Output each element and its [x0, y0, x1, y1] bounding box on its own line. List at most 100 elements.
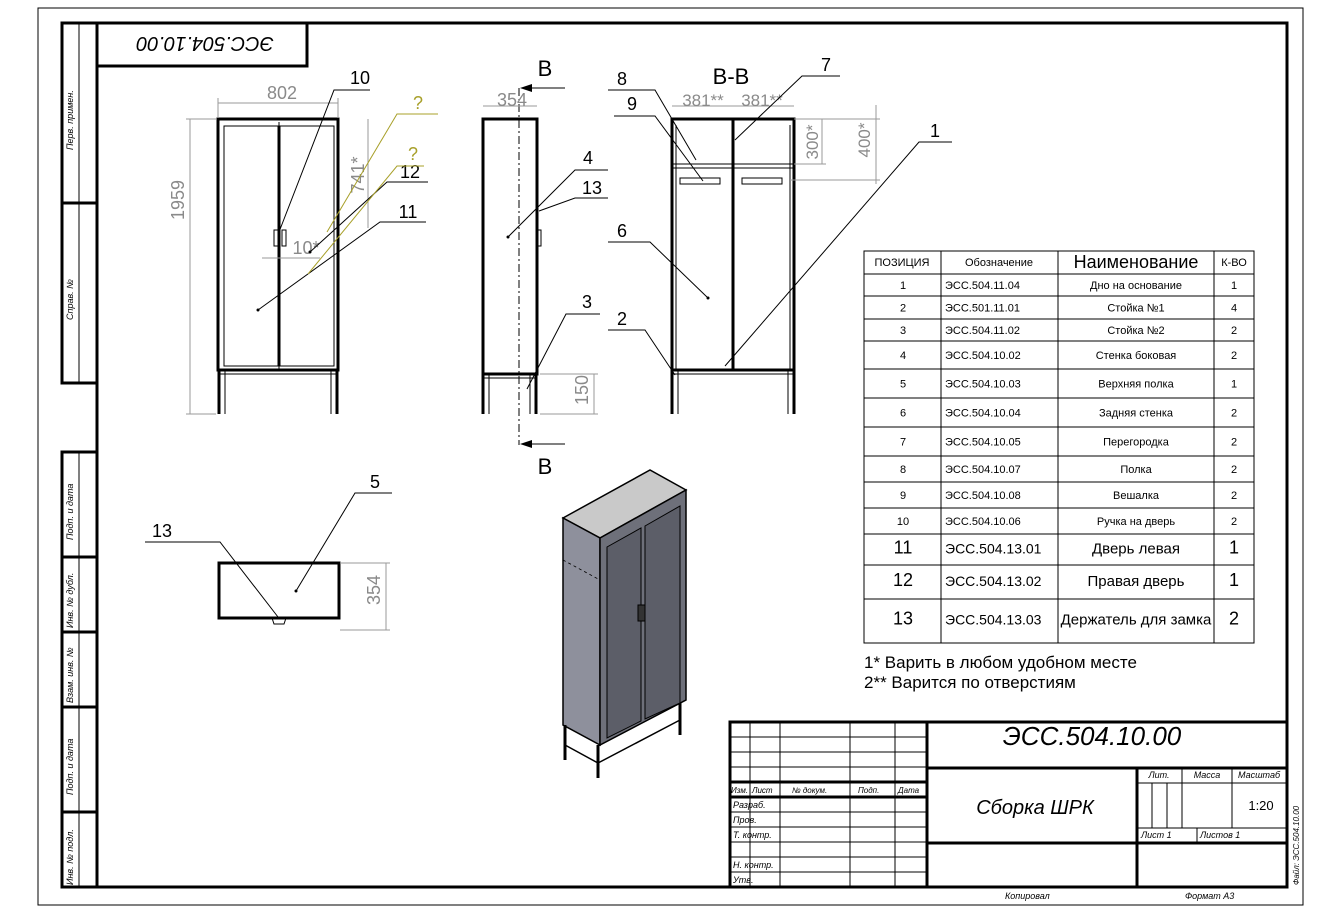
bom-cell-pos: 13	[893, 609, 913, 629]
svg-text:Листов 1: Листов 1	[1199, 830, 1240, 840]
section-view: В-В 381** 381** 300* 400* 7 8 9 6 2	[608, 55, 952, 414]
callout-7: 7	[821, 55, 831, 75]
section-title: В-В	[713, 64, 750, 89]
bom-cell-pos: 1	[900, 280, 906, 292]
top-view: 354 5 13	[145, 472, 392, 631]
dim-offset: 10*	[292, 238, 319, 258]
callout-11: 11	[399, 202, 418, 222]
svg-text:Масштаб: Масштаб	[1238, 770, 1281, 780]
bom-cell-pos: 12	[893, 570, 913, 590]
bom-cell-qty: 2	[1231, 408, 1237, 420]
callout-8: 8	[617, 69, 627, 89]
bom-cell-code: ЭСС.504.10.03	[945, 379, 1021, 391]
bom-cell-name: Полка	[1120, 464, 1152, 476]
bom-cell-name: Перегородка	[1103, 437, 1170, 449]
bom-header-pos: ПОЗИЦИЯ	[875, 257, 930, 269]
footer-format: Формат А3	[1185, 891, 1234, 901]
callout-4: 4	[583, 148, 593, 168]
svg-text:Пров.: Пров.	[733, 815, 757, 825]
bom-cell-name: Держатель для замка	[1061, 612, 1212, 629]
bom-cell-code: ЭСС.504.13.02	[945, 573, 1042, 589]
dim-w1: 381**	[682, 91, 724, 110]
callout-13: 13	[582, 178, 602, 198]
bom-cell-name: Верхняя полка	[1098, 379, 1174, 391]
bom-cell-pos: 5	[900, 379, 906, 391]
bom-cell-name: Задняя стенка	[1099, 408, 1174, 420]
bom-cell-qty: 1	[1229, 538, 1239, 558]
bom-cell-pos: 4	[900, 350, 906, 362]
bom-cell-code: ЭСС.504.10.02	[945, 350, 1021, 362]
bom-header-name: Наименование	[1074, 252, 1199, 272]
side-stamp: Перв. примен. Справ. № Подп. и дата Инв.…	[60, 21, 99, 889]
dim-leg: 150	[572, 375, 592, 405]
dim-w2: 381**	[741, 91, 783, 110]
dim-depth: 354	[497, 90, 527, 110]
callout-5: 5	[370, 472, 380, 492]
bom-cell-qty: 2	[1231, 325, 1237, 337]
bom-cell-code: ЭСС.504.10.07	[945, 464, 1021, 476]
bom-cell-qty: 1	[1231, 379, 1237, 391]
front-view: 802 1959 741* 10* 10 12 11 ? ?	[168, 68, 438, 415]
bom-cell-qty: 2	[1231, 516, 1237, 528]
svg-text:Масса: Масса	[1194, 770, 1221, 780]
bom-cell-qty: 4	[1231, 303, 1237, 315]
bom-cell-code: ЭСС.504.10.04	[945, 408, 1021, 420]
bom-cell-code: ЭСС.504.11.02	[945, 325, 1020, 337]
svg-text:Дата: Дата	[897, 786, 920, 795]
note-2: 2** Варится по отверстиям	[864, 673, 1076, 692]
svg-text:Лист 1: Лист 1	[1140, 830, 1172, 840]
dim-h1: 300*	[803, 124, 822, 159]
bom-cell-name: Вешалка	[1113, 490, 1160, 502]
svg-text:ЭСС.504.10.00: ЭСС.504.10.00	[136, 32, 273, 54]
callout-10: 10	[350, 68, 370, 88]
bom-cell-name: Дверь левая	[1092, 541, 1180, 558]
note-1: 1* Варить в любом удобном месте	[864, 653, 1137, 672]
svg-text:Лит.: Лит.	[1147, 770, 1169, 780]
bom-cell-pos: 9	[900, 490, 906, 502]
dim-width: 802	[267, 83, 297, 103]
dim-height: 1959	[168, 180, 188, 220]
bom-cell-qty: 1	[1229, 570, 1239, 590]
bom-header-qty: К-ВО	[1221, 257, 1247, 269]
stamp-label: Перв. примен.	[65, 90, 75, 150]
svg-text:№ докум.: № докум.	[792, 786, 827, 795]
dim-top-depth: 354	[364, 575, 384, 605]
bom-cell-code: ЭСС.501.11.01	[945, 303, 1020, 315]
bom-cell-code: ЭСС.504.10.05	[945, 437, 1021, 449]
bom-cell-qty: 2	[1231, 350, 1237, 362]
bom-cell-name: Правая дверь	[1088, 573, 1185, 590]
bom-cell-name: Ручка на дверь	[1097, 516, 1175, 528]
bom-cell-name: Стойка №1	[1107, 303, 1164, 315]
mirrored-designation: ЭСС.504.10.00	[97, 23, 309, 68]
stamp-label: Взам. инв. №	[65, 647, 75, 703]
footer-copied: Копировал	[1005, 891, 1050, 901]
stamp-label: Подп. и дата	[65, 484, 75, 540]
dim-door: 741*	[348, 156, 368, 193]
sheet-border	[37, 7, 1304, 906]
bom-cell-code: ЭСС.504.13.01	[945, 541, 1042, 557]
file-label: Файл: ЭСС.504.10.00	[1292, 805, 1301, 885]
bom-cell-name: Дно на основание	[1090, 280, 1182, 292]
svg-text:Утв.: Утв.	[732, 875, 753, 885]
callout-6: 6	[617, 221, 627, 241]
side-view: В В 354 150 4 13 3	[481, 56, 608, 479]
bom-cell-pos: 10	[897, 516, 909, 528]
dim-h2: 400*	[855, 122, 874, 157]
bom-cell-name: Стенка боковая	[1096, 350, 1177, 362]
part-name: Сборка ШРК	[976, 797, 1095, 819]
bom-cell-pos: 6	[900, 408, 906, 420]
bom-cell-qty: 2	[1231, 464, 1237, 476]
bom-cell-name: Стойка №2	[1107, 325, 1164, 337]
bom-cell-code: ЭСС.504.10.08	[945, 490, 1021, 502]
scale: 1:20	[1248, 798, 1273, 813]
stamp-label: Инв. № подл.	[65, 829, 75, 885]
callout-9: 9	[627, 94, 637, 114]
svg-text:Н. контр.: Н. контр.	[733, 860, 774, 870]
callout-13b: 13	[152, 521, 172, 541]
section-mark-top: В	[538, 56, 553, 81]
callout-1: 1	[930, 121, 940, 141]
callout-q1: ?	[413, 93, 423, 113]
bom-cell-qty: 2	[1231, 437, 1237, 449]
bom-cell-qty: 2	[1229, 609, 1239, 629]
